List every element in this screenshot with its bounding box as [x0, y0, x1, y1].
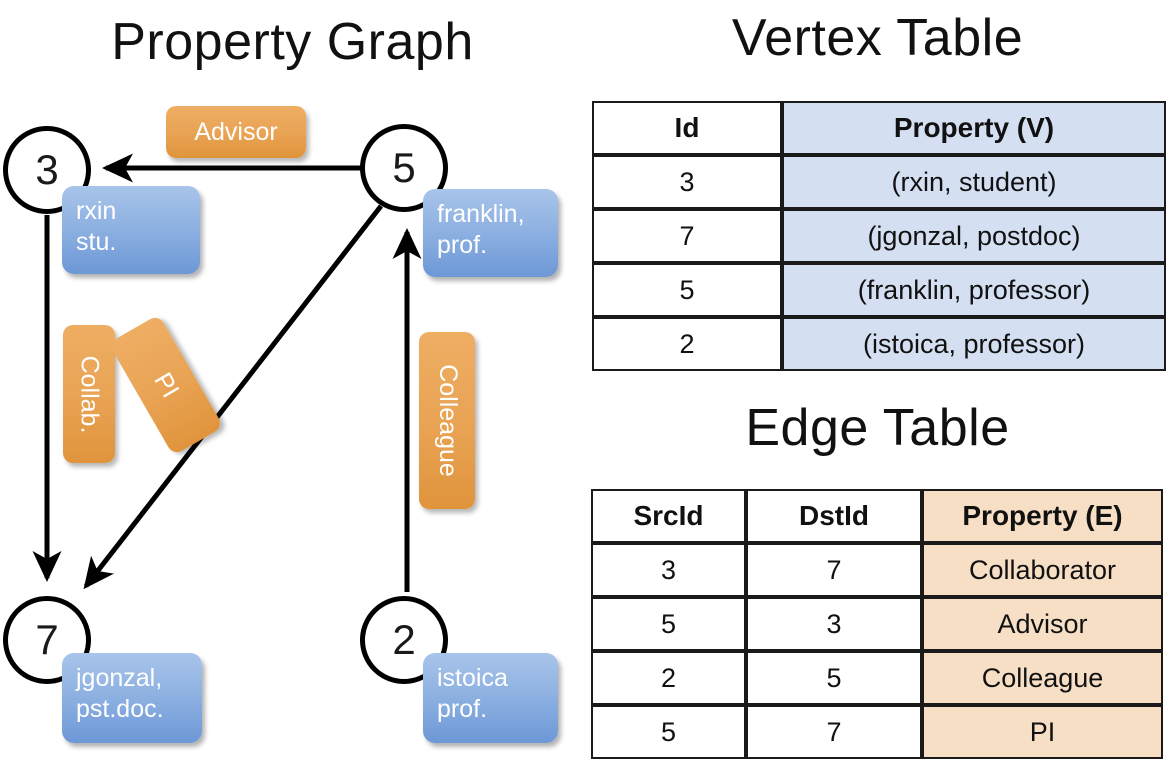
edge-cell-property: PI — [922, 705, 1163, 759]
edge-table: SrcId DstId Property (E) 3 7 Collaborato… — [591, 489, 1163, 759]
edge-cell-srcid: 5 — [591, 705, 746, 759]
table-row: 2 (istoica, professor) — [592, 317, 1166, 371]
edge-cell-property: Advisor — [922, 597, 1163, 651]
table-row: 3 (rxin, student) — [592, 155, 1166, 209]
vertex-table-header-row: Id Property (V) — [592, 101, 1166, 155]
edge-label-collaborator-text: Collab. — [75, 355, 104, 433]
vertex-cell-id: 2 — [592, 317, 782, 371]
node-property-box-jgonzal: jgonzal, pst.doc. — [62, 653, 202, 743]
graph-node-5[interactable]: 5 — [360, 124, 448, 212]
edge-cell-dstid: 5 — [746, 651, 922, 705]
table-row: 5 3 Advisor — [591, 597, 1163, 651]
table-row: 2 5 Colleague — [591, 651, 1163, 705]
node-property-box-rxin: rxin stu. — [62, 186, 200, 274]
edge-label-advisor-text: Advisor — [194, 117, 278, 146]
vertex-table: Id Property (V) 3 (rxin, student) 7 (jgo… — [592, 101, 1166, 371]
table-row: 3 7 Collaborator — [591, 543, 1163, 597]
edge-cell-srcid: 2 — [591, 651, 746, 705]
vertex-cell-id: 7 — [592, 209, 782, 263]
table-row: 5 (franklin, professor) — [592, 263, 1166, 317]
edge-label-pi-text: PI — [148, 367, 185, 402]
edge-cell-dstid: 7 — [746, 705, 922, 759]
graph-node-2[interactable]: 2 — [360, 596, 448, 684]
edge-table-header-property: Property (E) — [922, 489, 1163, 543]
edge-table-header-srcid: SrcId — [591, 489, 746, 543]
page-title-property-graph: Property Graph — [111, 13, 474, 71]
vertex-cell-id: 5 — [592, 263, 782, 317]
edge-label-collaborator: Collab. — [63, 325, 115, 463]
edge-label-colleague-text: Colleague — [433, 364, 462, 477]
edge-label-advisor: Advisor — [166, 106, 306, 158]
table-row: 5 7 PI — [591, 705, 1163, 759]
page-title-vertex-table: Vertex Table — [731, 9, 1024, 67]
graph-edges-svg — [32, 153, 422, 592]
edge-label-colleague: Colleague — [419, 332, 475, 509]
edge-cell-dstid: 3 — [746, 597, 922, 651]
vertex-cell-property: (jgonzal, postdoc) — [782, 209, 1166, 263]
vertex-cell-property: (istoica, professor) — [782, 317, 1166, 371]
edge-table-header-dstid: DstId — [746, 489, 922, 543]
vertex-table-header-id: Id — [592, 101, 782, 155]
vertex-cell-property: (rxin, student) — [782, 155, 1166, 209]
edge-cell-property: Colleague — [922, 651, 1163, 705]
vertex-cell-property: (franklin, professor) — [782, 263, 1166, 317]
property-graph-diagram: 3 5 7 2 rxin stu. franklin, prof. jgonza… — [3, 106, 558, 743]
node-property-box-istoica: istoica prof. — [423, 653, 558, 743]
edge-cell-dstid: 7 — [746, 543, 922, 597]
page-title-edge-table: Edge Table — [745, 399, 1010, 457]
edge-cell-srcid: 5 — [591, 597, 746, 651]
table-row: 7 (jgonzal, postdoc) — [592, 209, 1166, 263]
edge-cell-property: Collaborator — [922, 543, 1163, 597]
edge-5-to-7-pi — [83, 204, 383, 590]
vertex-cell-id: 3 — [592, 155, 782, 209]
edge-table-header-row: SrcId DstId Property (E) — [591, 489, 1163, 543]
node-property-box-franklin: franklin, prof. — [423, 189, 558, 277]
vertex-table-header-property: Property (V) — [782, 101, 1166, 155]
edge-cell-srcid: 3 — [591, 543, 746, 597]
